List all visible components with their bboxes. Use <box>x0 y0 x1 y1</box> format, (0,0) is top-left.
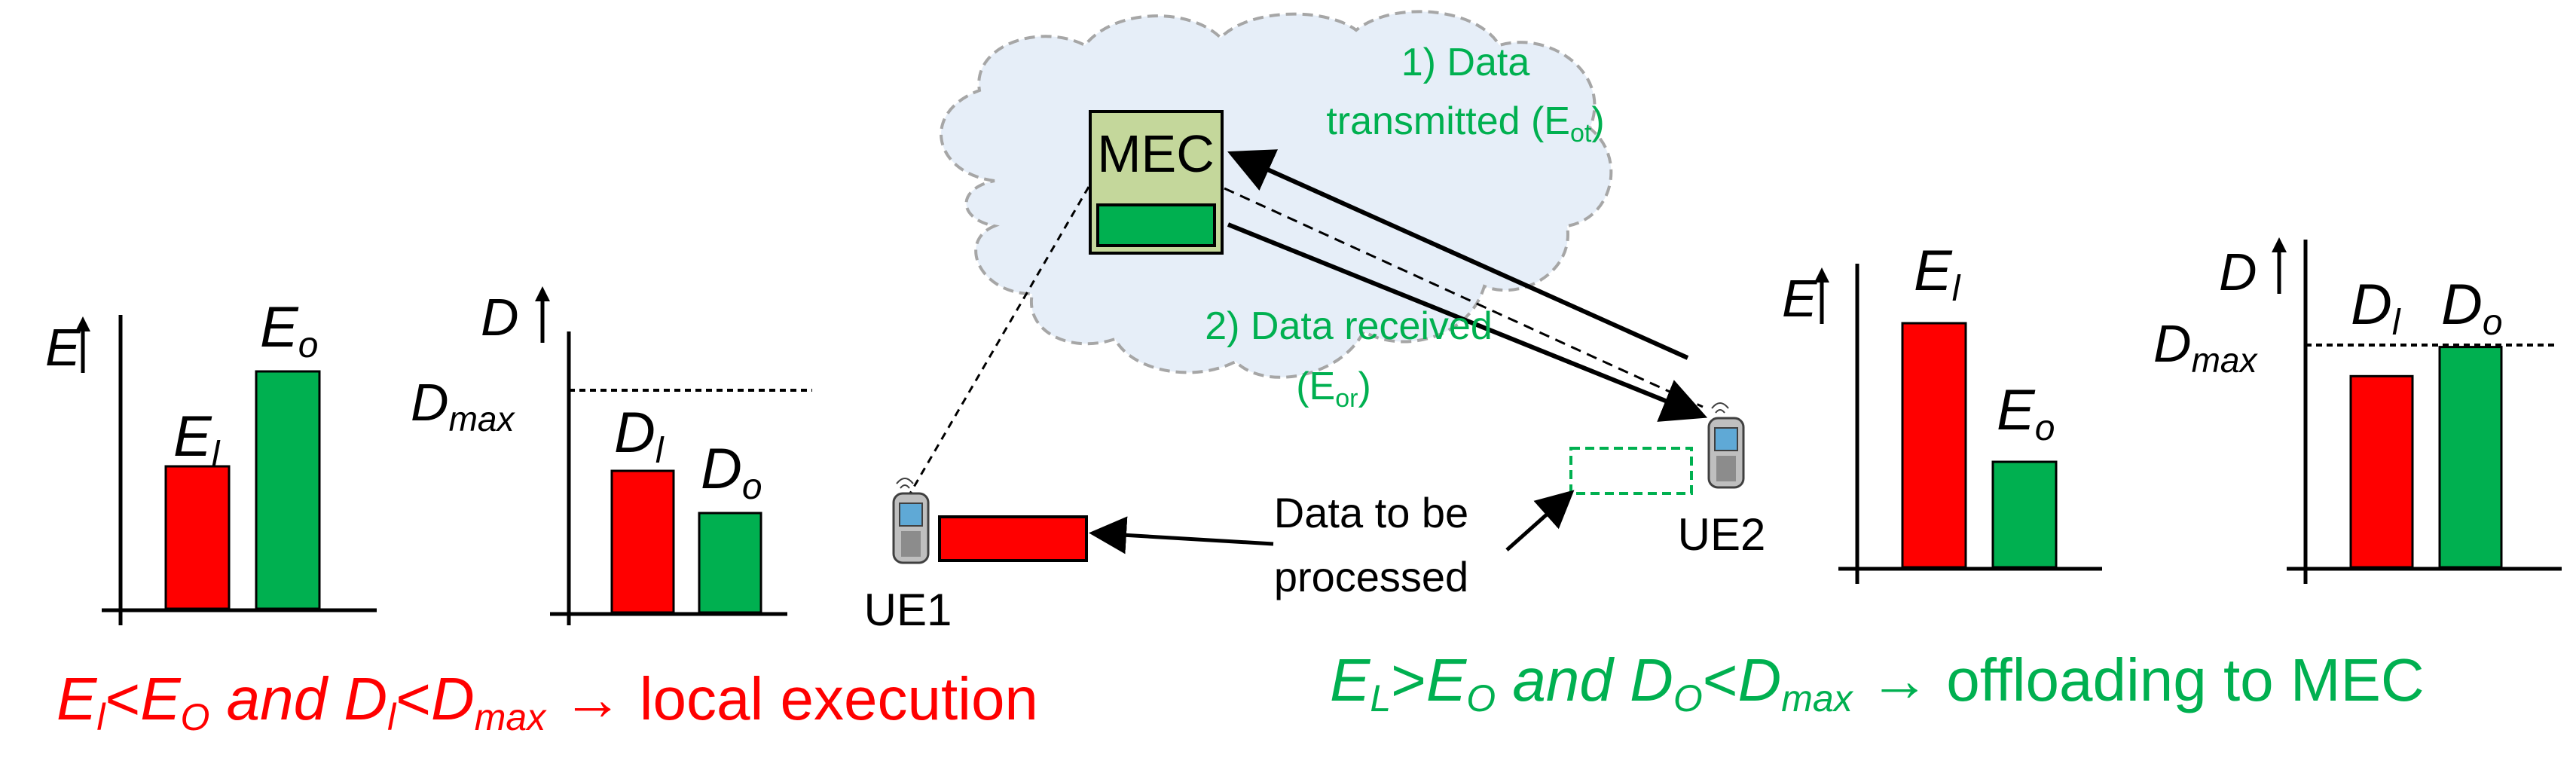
cloud-shape <box>940 10 1613 379</box>
right-delay-bar-do <box>2438 346 2503 569</box>
mec-data-block <box>1096 203 1216 247</box>
right-delay-bar-dl <box>2349 374 2414 569</box>
receive-arrow <box>1227 222 1708 422</box>
left-energy-bar-eo <box>255 370 321 610</box>
right-energy-bar-el <box>1901 322 1967 569</box>
right-energy-label-el: El <box>1914 239 1961 309</box>
left-energy-label-eo: Eo <box>260 295 318 365</box>
right-delay-label-dl: Dl <box>2351 273 2401 343</box>
mec-ue2-dashed-link <box>1224 187 1704 408</box>
left-delay-chart: D Dmax Dl Do <box>411 286 812 625</box>
right-dmax-label: Dmax <box>2153 314 2258 380</box>
ue1-phone-icon <box>892 478 930 564</box>
left-energy-label-el: El <box>173 405 221 475</box>
left-condition: El<EO and Dl<Dmax → local execution <box>57 665 1038 738</box>
step1-line2: transmitted (Eot) <box>1326 99 1604 148</box>
note-arrow-to-ue1 <box>1089 516 1274 554</box>
right-condition: EL>EO and DO<Dmax → offloading to MEC <box>1330 646 2425 719</box>
right-delay-axis-label: D <box>2219 243 2257 301</box>
left-delay-label-dl: Dl <box>614 401 665 471</box>
right-energy-label-eo: Eo <box>1997 378 2055 448</box>
ue2-data-block-empty <box>1569 447 1693 495</box>
step1-line1: 1) Data <box>1401 41 1530 84</box>
right-energy-bar-eo <box>1991 460 2058 569</box>
transmit-arrow <box>1227 149 1689 360</box>
ue1-data-block <box>938 515 1088 562</box>
ue1-label: UE1 <box>864 585 952 635</box>
step2-line1: 2) Data received <box>1205 304 1493 348</box>
right-energy-chart: E El Eo <box>1782 239 2102 584</box>
ue2-label: UE2 <box>1678 509 1766 560</box>
step2-line2: (Eor) <box>1296 365 1371 413</box>
left-delay-bar-do <box>698 512 762 614</box>
left-dmax-label: Dmax <box>411 373 515 438</box>
note-arrow-to-ue2 <box>1505 490 1575 551</box>
ue1-mec-link <box>906 186 1090 498</box>
ue2-phone-icon <box>1707 402 1745 489</box>
left-delay-label-do: Do <box>701 437 762 507</box>
data-note-line2: processed <box>1274 553 1468 600</box>
left-delay-axis-label: D <box>481 288 519 347</box>
data-note-line1: Data to be <box>1274 489 1468 536</box>
left-delay-bar-dl <box>610 469 675 614</box>
right-delay-chart: D Dmax Dl Do <box>2153 237 2562 584</box>
right-delay-label-do: Do <box>2441 273 2503 343</box>
mec-label: MEC <box>1097 124 1215 183</box>
left-energy-bar-el <box>164 465 231 610</box>
left-energy-axis-label: E <box>45 318 81 377</box>
right-energy-axis-label: E <box>1782 269 1818 328</box>
left-energy-chart: E El Eo <box>45 295 377 625</box>
